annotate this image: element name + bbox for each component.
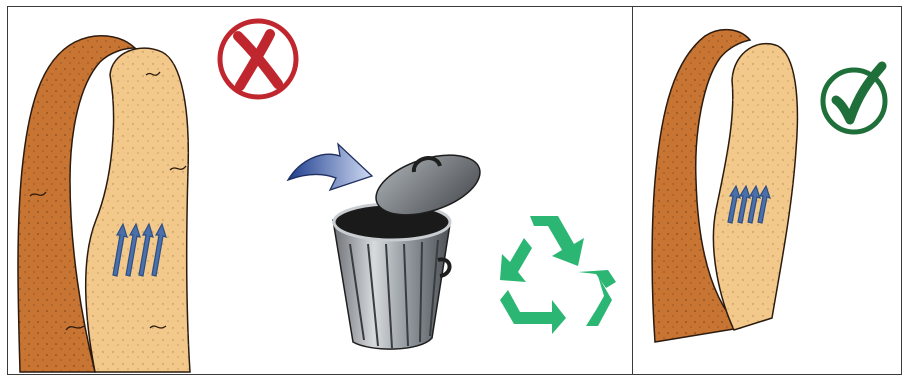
recycle-icon xyxy=(500,216,616,334)
x-mark-icon xyxy=(220,21,296,97)
swoosh-arrow-icon xyxy=(288,144,372,190)
worn-sanding-belt-icon xyxy=(18,36,190,372)
correct-sanding-belt-icon xyxy=(652,30,797,342)
checkmark-icon xyxy=(823,66,885,132)
